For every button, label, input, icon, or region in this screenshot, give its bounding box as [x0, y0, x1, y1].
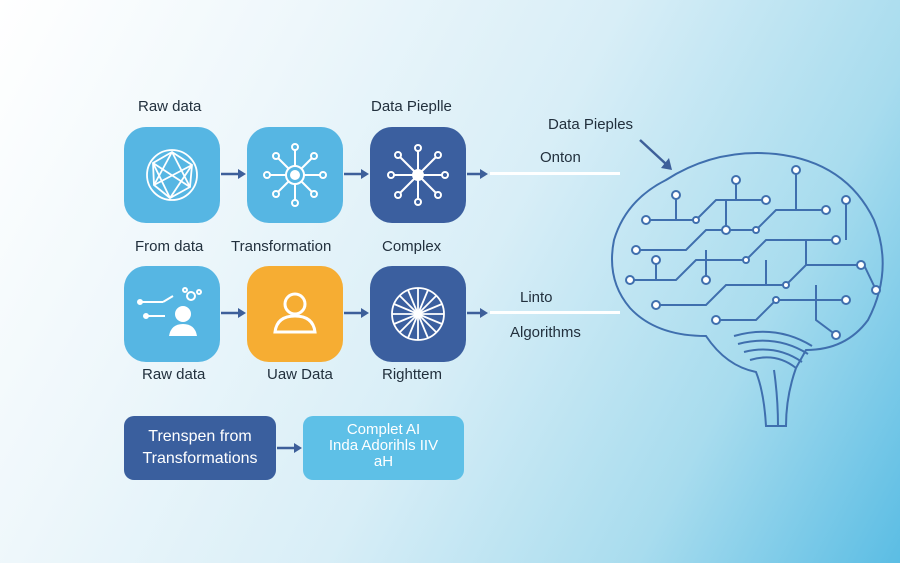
user-tile: [247, 266, 343, 362]
complete-ai-box: Complet AI Inda Adorihls IIV aH: [303, 416, 464, 480]
label-transformation: Transformation: [231, 238, 332, 255]
hub-network-icon: [263, 143, 327, 207]
circuit-brain-icon: [611, 152, 884, 427]
arrow-right-icon: [344, 169, 369, 179]
label-data-pipeples: Data Pieples: [548, 116, 634, 133]
network-tile: [124, 127, 220, 223]
arrow-right-icon: [467, 308, 488, 318]
connector-line: [490, 172, 620, 175]
label-complex: Complex: [382, 238, 442, 255]
transformations-box: Trenspen from Transformations: [124, 416, 276, 480]
label-raw-data-top: Raw data: [138, 98, 202, 115]
label-data-pipeline: Data Pieplle: [371, 98, 452, 115]
label-onton: Onton: [540, 149, 581, 166]
arrow-right-icon: [221, 169, 246, 179]
complete-ai-line-1: Complet AI: [346, 421, 421, 438]
complete-ai-line-3: aH: [373, 453, 394, 470]
arrow-right-icon: [344, 308, 369, 318]
network-sphere-icon: [146, 149, 198, 201]
transformations-line-2: Transformations: [142, 450, 258, 467]
label-linto: Linto: [520, 289, 553, 306]
label-uaw-data: Uaw Data: [267, 366, 333, 383]
label-righttem: Righttem: [382, 366, 443, 383]
label-algorithms: Algorithms: [510, 324, 581, 341]
label-from-data: From data: [135, 238, 204, 255]
hub-tile: [247, 127, 343, 223]
radial-wheel-icon: [391, 287, 445, 341]
person-network-icon: [137, 287, 202, 336]
connector-line: [490, 311, 620, 314]
person-data-tile: [124, 266, 220, 362]
label-raw-data-bottom: Raw data: [142, 366, 206, 383]
arrow-right-icon: [467, 169, 488, 179]
complete-ai-line-2: Inda Adorihls IIV: [328, 437, 439, 454]
user-icon: [273, 292, 317, 334]
node-network-icon: [387, 144, 449, 206]
transformations-line-1: Trenspen from: [148, 428, 252, 445]
node-tile: [370, 127, 466, 223]
pointer-arrow-icon: [639, 139, 672, 170]
radial-tile: [370, 266, 466, 362]
arrow-right-icon: [277, 443, 302, 453]
arrow-right-icon: [221, 308, 246, 318]
